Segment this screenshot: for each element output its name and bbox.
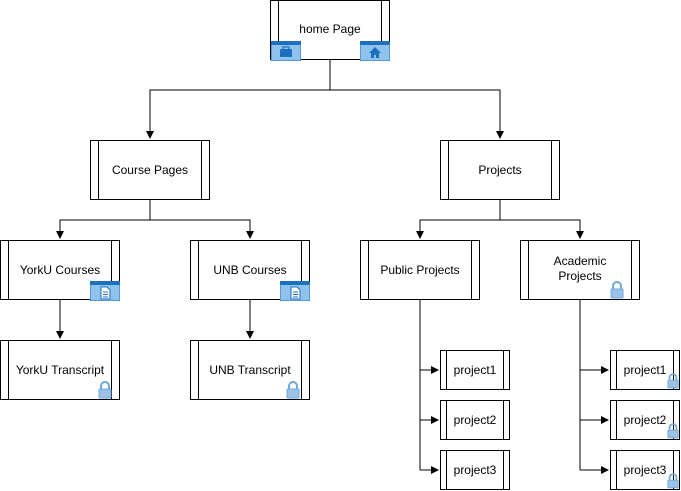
lock-icon	[667, 473, 679, 489]
node-label: project1	[623, 362, 667, 377]
node-label: Course Pages	[111, 162, 189, 177]
node-label: YorkU Courses	[19, 262, 101, 277]
node-academic-projects[interactable]: Academic Projects	[520, 240, 640, 300]
edge-projects-academic	[500, 219, 584, 239]
node-label: project1	[453, 362, 497, 377]
node-label: UNB Courses	[213, 262, 287, 277]
node-public-project2[interactable]: project2	[440, 400, 510, 440]
edge-home-projects	[330, 89, 504, 139]
node-label: project3	[623, 462, 667, 477]
briefcase-icon	[271, 41, 301, 61]
node-label: project2	[453, 412, 497, 427]
node-label: home Page	[299, 21, 361, 36]
node-label: Projects	[478, 162, 522, 177]
node-label: project3	[453, 462, 497, 477]
edge-course-yorku	[56, 200, 151, 239]
node-public-projects[interactable]: Public Projects	[360, 240, 480, 300]
node-label: UNB Transcript	[209, 362, 291, 377]
node-academic-project1[interactable]: project1	[610, 350, 680, 390]
node-yorku-courses[interactable]: YorkU Courses	[0, 240, 120, 301]
lock-icon	[286, 381, 300, 399]
node-home-page[interactable]: home Page	[270, 0, 390, 61]
edge-course-unb	[150, 219, 254, 239]
edge-projects-public	[416, 200, 501, 239]
node-yorku-transcript[interactable]: YorkU Transcript	[0, 340, 120, 400]
home-icon	[360, 41, 390, 61]
document-icon	[90, 281, 120, 301]
document-icon	[280, 281, 310, 301]
node-unb-transcript[interactable]: UNB Transcript	[190, 340, 310, 400]
node-label: Public Projects	[380, 262, 460, 277]
node-academic-project3[interactable]: project3	[610, 450, 680, 490]
node-label: Academic Projects	[553, 254, 607, 283]
node-academic-project2[interactable]: project2	[610, 400, 680, 440]
node-public-project1[interactable]: project1	[440, 350, 510, 390]
lock-icon	[667, 373, 679, 389]
edge-home-course	[146, 60, 331, 139]
lock-icon	[667, 423, 679, 439]
node-public-project3[interactable]: project3	[440, 450, 510, 490]
node-projects[interactable]: Projects	[440, 140, 560, 200]
lock-icon	[610, 281, 624, 299]
lock-icon	[98, 381, 112, 399]
node-label: YorkU Transcript	[15, 362, 105, 377]
node-label: project2	[623, 412, 667, 427]
connectors	[56, 60, 609, 474]
node-course-pages[interactable]: Course Pages	[90, 140, 210, 200]
node-unb-courses[interactable]: UNB Courses	[190, 240, 310, 301]
